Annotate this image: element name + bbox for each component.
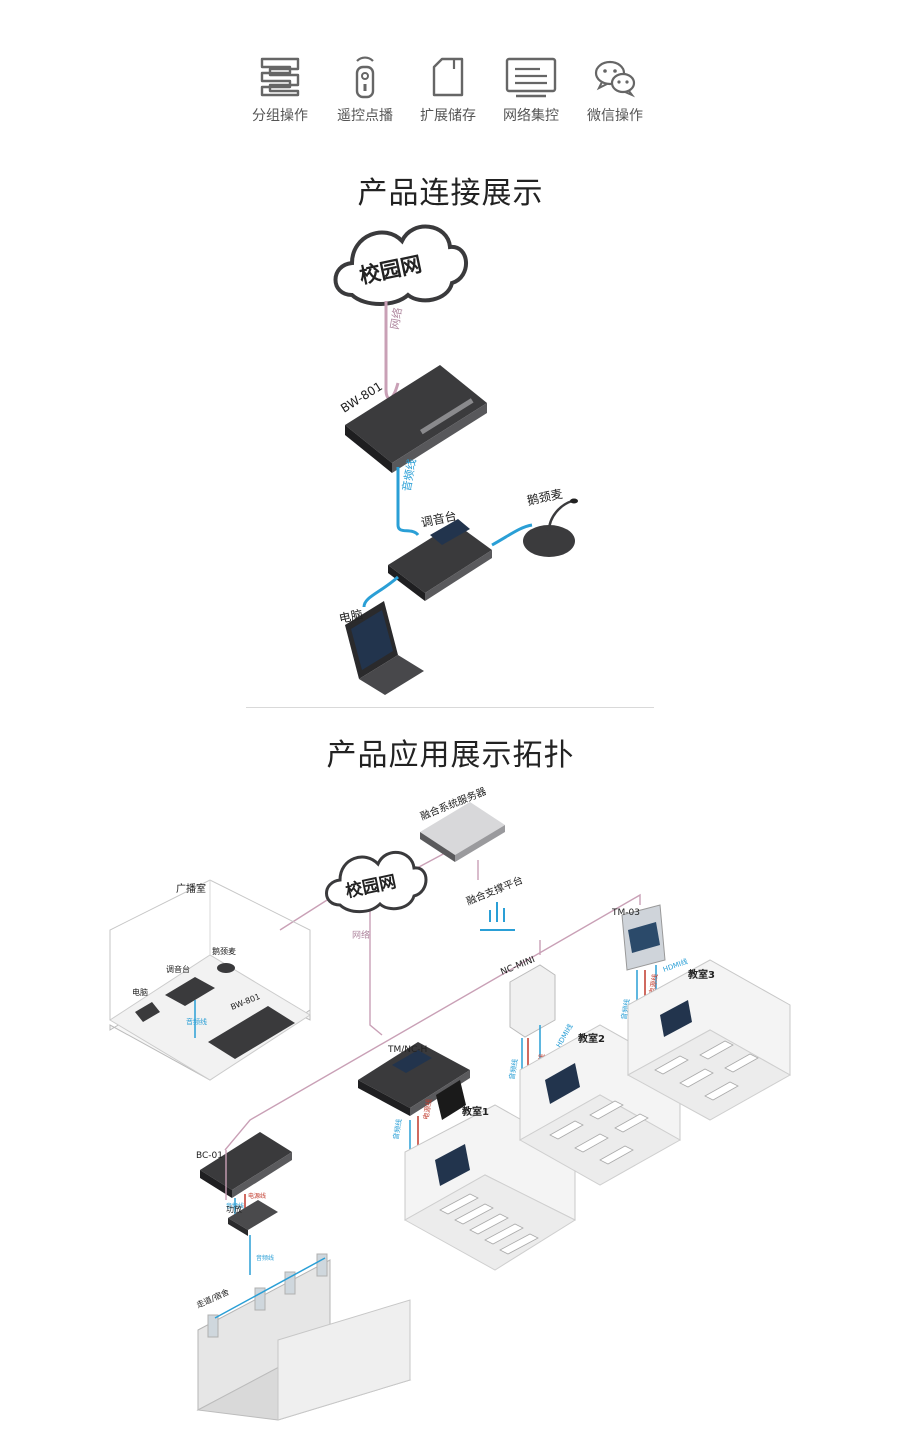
broadcast-room-label: 广播室 — [176, 882, 206, 895]
corridor-label: 走道/宿舍 — [195, 1287, 231, 1310]
feature-label: 网络集控 — [503, 108, 559, 124]
connection-diagram: 校园网 网络 BW-801 音频线 调音台 鹅颈麦 电脑 — [333, 224, 578, 695]
feature-storage: 扩展储存 — [408, 55, 488, 125]
class3-label: 教室3 — [687, 968, 715, 981]
section-divider — [246, 707, 654, 708]
net-line-label: 网络 — [387, 306, 405, 330]
feature-row: 分组操作 遥控点播 扩展储存 网络集控 — [240, 55, 660, 130]
classroom-2: 教室2 — [518, 1024, 682, 1186]
svg-text:调音台: 调音台 — [166, 964, 190, 974]
feature-remote: 遥控点播 — [325, 55, 405, 125]
svg-text:音频线: 音频线 — [256, 1254, 274, 1262]
nc-mini-device: NC-MINI — [499, 955, 556, 1038]
feature-network: 网络集控 — [491, 55, 571, 125]
class1-label: 教室1 — [461, 1105, 489, 1118]
net-line-label: 网络 — [352, 929, 370, 941]
feature-wechat: 微信操作 — [575, 55, 655, 125]
campus-cloud: 校园网 — [333, 224, 468, 306]
mic-label: 鹅颈麦 — [526, 487, 564, 508]
feature-group: 分组操作 — [240, 55, 320, 125]
group-icon — [260, 57, 300, 97]
remote-icon — [355, 56, 375, 99]
feature-label: 遥控点播 — [337, 108, 393, 124]
section-title-connection: 产品连接展示 — [357, 176, 544, 211]
svg-text:音频线: 音频线 — [186, 1017, 207, 1026]
support-platform: 融合支撑平台 — [464, 873, 525, 931]
corridor-dorm: 走道/宿舍 — [195, 1253, 412, 1421]
amplifier-device: 功放 音频线 — [226, 1200, 278, 1275]
section-title-topology: 产品应用展示拓扑 — [326, 738, 575, 773]
tm03-label: TM-03 — [611, 908, 640, 918]
bc01-label: BC-01 — [196, 1151, 223, 1161]
audio-line-label: 音频线 — [399, 458, 419, 493]
classroom-3: 教室3 — [626, 959, 792, 1121]
svg-text:音频线: 音频线 — [507, 1058, 520, 1080]
campus-cloud-small: 校园网 — [325, 850, 428, 914]
svg-text:音频线: 音频线 — [226, 1202, 244, 1210]
amp-label: 功放 — [226, 1204, 242, 1214]
gooseneck-mic: 鹅颈麦 — [523, 487, 578, 557]
laptop-device: 电脑 — [338, 601, 424, 695]
platform-label: 融合支撑平台 — [464, 873, 525, 908]
tmnch-label: TM/NC-H — [387, 1045, 427, 1055]
bc01-device: BC-01 音频线 电源线 — [196, 1132, 292, 1220]
svg-text:电源线: 电源线 — [248, 1192, 266, 1200]
feature-label: 微信操作 — [587, 108, 643, 124]
svg-text:电源线: 电源线 — [421, 1098, 434, 1120]
svg-text:HDMI线: HDMI线 — [662, 957, 689, 974]
svg-text:音频线: 音频线 — [391, 1118, 404, 1140]
tm03-device: TM-03 — [611, 904, 666, 971]
topology-diagram: 融合系统服务器 校园网 网络 融合支撑平台 广播室 电脑 调音台 鹅颈麦 — [109, 785, 792, 1421]
bw801-device: BW-801 — [338, 365, 487, 473]
mixer-label: 调音台 — [420, 508, 458, 530]
broadcast-room: 广播室 电脑 调音台 鹅颈麦 BW-801 音频线 — [109, 879, 311, 1081]
mixer-device: 调音台 — [388, 508, 492, 601]
wechat-icon — [594, 60, 636, 98]
class2-label: 教室2 — [577, 1032, 605, 1045]
svg-text:鹅颈麦: 鹅颈麦 — [212, 946, 236, 956]
tm-nch-device: TM/NC-H — [358, 1042, 470, 1120]
feature-label: 扩展储存 — [420, 108, 476, 124]
classroom-1: 教室1 — [403, 1104, 577, 1271]
sdcard-icon — [432, 57, 464, 97]
feature-label: 分组操作 — [252, 108, 308, 124]
svg-text:电脑: 电脑 — [132, 987, 148, 997]
fusion-server: 融合系统服务器 — [418, 785, 505, 862]
laptop-label: 电脑 — [338, 607, 364, 626]
monitor-icon — [505, 57, 557, 98]
audio-cable — [396, 467, 420, 537]
